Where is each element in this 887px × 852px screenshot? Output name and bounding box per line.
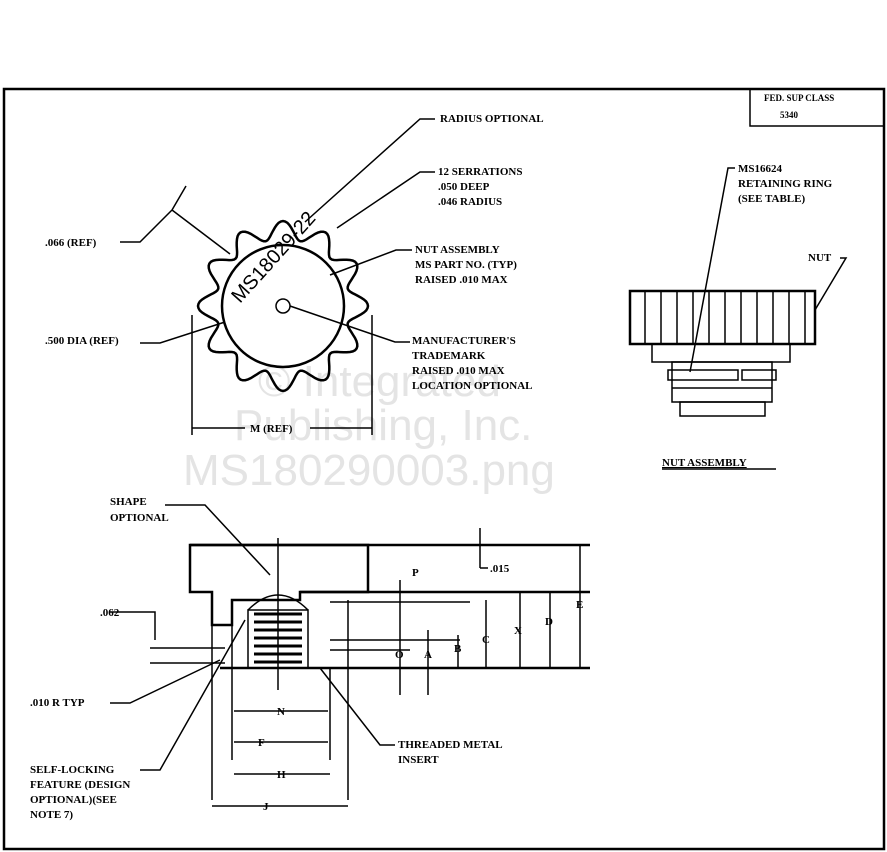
- center-mark: [275, 298, 291, 314]
- self-locking-label: FEATURE (DESIGN: [30, 779, 130, 791]
- dim-c: C: [482, 634, 490, 646]
- side-view: MS16624 RETAINING RING (SEE TABLE) NUT N…: [628, 163, 848, 470]
- nut-label: NUT: [808, 252, 832, 264]
- drawing-frame: [2, 87, 886, 851]
- ring-label: (SEE TABLE): [738, 193, 805, 205]
- dim-n: N: [277, 706, 285, 718]
- watermark: © Integrated Publishing, Inc. MS18029000…: [183, 357, 555, 495]
- retaining-ring: [667, 369, 739, 381]
- face-circle: [220, 243, 346, 369]
- serrations-label: 12 SERRATIONS: [438, 166, 522, 178]
- part-no-label: MS PART NO. (TYP): [415, 259, 517, 271]
- ref-066-label: .066 (REF): [45, 237, 97, 249]
- shape-optional-label: SHAPE: [110, 496, 147, 508]
- shape-optional-label: OPTIONAL: [110, 512, 169, 524]
- self-locking-label: NOTE 7): [30, 809, 73, 821]
- ring-label: RETAINING RING: [738, 178, 833, 190]
- dim-a: A: [424, 649, 432, 661]
- m-ref-label: M (REF): [250, 423, 293, 435]
- insert-label: THREADED METAL: [398, 739, 503, 751]
- radius-optional-label: RADIUS OPTIONAL: [440, 113, 544, 125]
- self-locking-label: SELF-LOCKING: [30, 764, 115, 776]
- serrated-nut-outline: [196, 219, 370, 393]
- dim-f: F: [258, 737, 265, 749]
- trademark-label: TRADEMARK: [412, 350, 486, 362]
- dim-d: D: [545, 616, 553, 628]
- dia-500-label: .500 DIA (REF): [45, 335, 119, 347]
- serrations-depth: .050 DEEP: [438, 181, 490, 193]
- dim-o: O: [395, 649, 404, 661]
- part-marking: MS18029-22: [227, 208, 320, 308]
- svg-text:Publishing, Inc.: Publishing, Inc.: [234, 401, 532, 450]
- ring-label: MS16624: [738, 163, 783, 175]
- serrations-radius: .046 RADIUS: [438, 196, 502, 208]
- fsc-value: 5340: [780, 110, 799, 120]
- dim-b: B: [454, 643, 462, 655]
- dim-015: .015: [490, 563, 510, 575]
- trademark-label: MANUFACTURER'S: [412, 335, 516, 347]
- part-no-label: RAISED .010 MAX: [415, 274, 508, 286]
- title-block: FED. SUP CLASS 5340: [749, 89, 884, 127]
- knurled-nut: [628, 289, 817, 346]
- trademark-label: LOCATION OPTIONAL: [412, 380, 533, 392]
- radius-010-label: .010 R TYP: [30, 697, 85, 709]
- dim-j: J: [263, 801, 269, 813]
- dim-e: E: [576, 599, 583, 611]
- part-no-label: NUT ASSEMBLY: [415, 244, 500, 256]
- section-view: SHAPE OPTIONAL .015 .062 .010 R TYP P E …: [30, 496, 590, 821]
- dim-x: X: [514, 625, 522, 637]
- fsc-label: FED. SUP CLASS: [764, 93, 834, 103]
- self-locking-label: OPTIONAL)(SEE: [30, 794, 117, 806]
- dim-p: P: [412, 567, 419, 579]
- insert-label: INSERT: [398, 754, 439, 766]
- dim-h: H: [277, 769, 286, 781]
- trademark-label: RAISED .010 MAX: [412, 365, 505, 377]
- nut-assembly-caption: NUT ASSEMBLY: [662, 457, 747, 469]
- dim-062: .062: [100, 607, 120, 619]
- svg-text:MS180290003.png: MS180290003.png: [183, 446, 555, 495]
